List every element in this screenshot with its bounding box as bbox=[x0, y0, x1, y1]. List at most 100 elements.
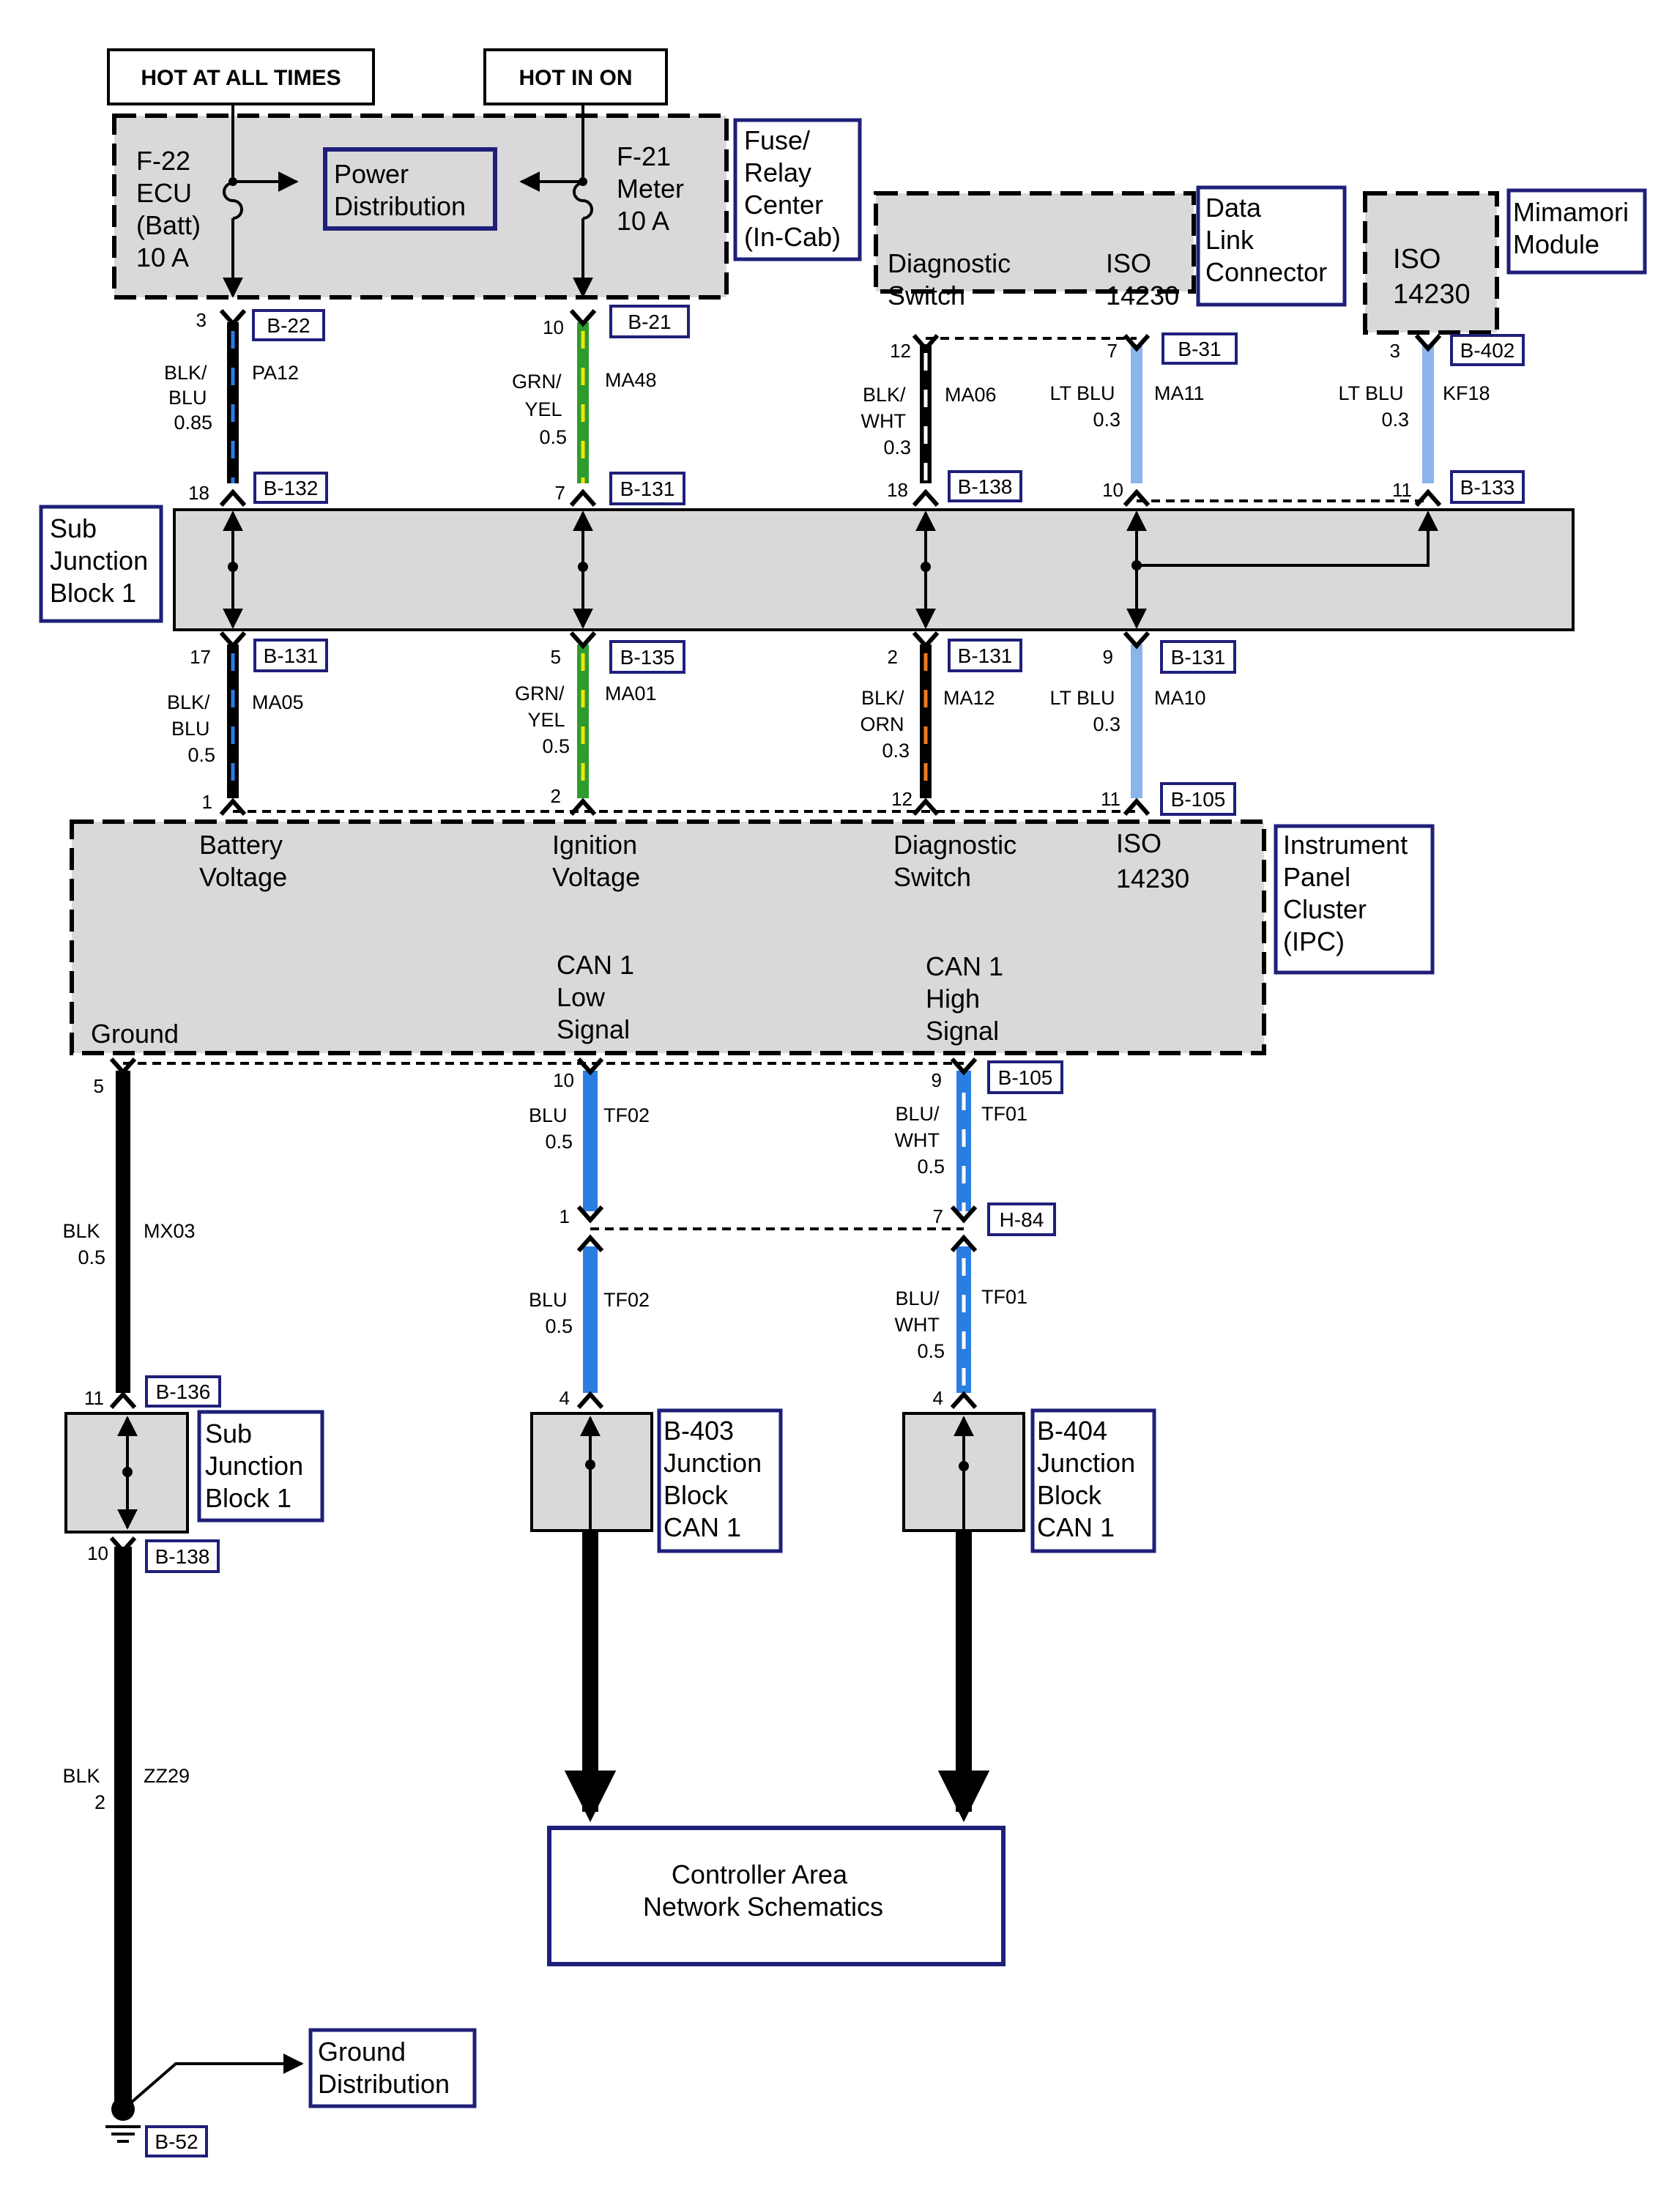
hot-at-all-times-label: HOT AT ALL TIMES bbox=[141, 66, 341, 90]
wire-tf01-upper-color: BLU/ WHT 0.5 bbox=[894, 1103, 945, 1178]
ipc-ground-label: Ground bbox=[91, 1019, 179, 1049]
connector-tag-b135: B-135 bbox=[609, 640, 685, 674]
wire-tf01-upper-circuit: TF01 bbox=[981, 1103, 1027, 1125]
wire-ma10-circuit: MA10 bbox=[1154, 687, 1206, 709]
connector-tag-b131c: B-131 bbox=[948, 639, 1022, 672]
wire-mx03-color: BLK 0.5 bbox=[62, 1220, 105, 1268]
junction-block-b403-label: B-403 Junction Block CAN 1 bbox=[657, 1408, 783, 1553]
connector-tag-b131b: B-131 bbox=[253, 639, 328, 672]
pin-b131c: 2 bbox=[888, 646, 898, 668]
svg-text:Data Link Connecto: Data Link Connector bbox=[1205, 193, 1327, 287]
wire-ma01-circuit: MA01 bbox=[605, 683, 657, 705]
junction-block-b404-label: B-404 Junction Block CAN 1 bbox=[1030, 1408, 1156, 1553]
wire-ma48-circuit: MA48 bbox=[605, 369, 657, 391]
svg-text:B-404 Junction Blo: B-404 Junction Block CAN 1 bbox=[1037, 1416, 1142, 1542]
connector-tag-b402: B-402 bbox=[1450, 334, 1525, 366]
lower-connector-tags: B-105 H-84 B-136 B-138 B-52 bbox=[145, 1060, 1063, 2157]
data-link-connector-label: Data Link Connector bbox=[1196, 185, 1347, 307]
wire-tf02-upper-circuit: TF02 bbox=[603, 1104, 650, 1126]
svg-text:B-135: B-135 bbox=[620, 646, 675, 669]
connector-tag-b132: B-132 bbox=[253, 472, 328, 504]
svg-text:B-132: B-132 bbox=[264, 477, 319, 499]
f21-fuse-label: F-21 Meter 10 A bbox=[617, 141, 691, 236]
pin-b138: 18 bbox=[887, 479, 908, 501]
svg-text:B-403 Junction Blo: B-403 Junction Block CAN 1 bbox=[664, 1416, 769, 1542]
pin-jb404: 4 bbox=[933, 1387, 943, 1409]
upper-connector-tags: B-22 B-21 B-31 B-402 B-132 B-131 B-138 B… bbox=[252, 305, 1525, 505]
lower-connector-symbols bbox=[109, 1057, 978, 1409]
pin-ipc11: 11 bbox=[1101, 788, 1120, 810]
sub-junction-block-1-lower-label: Sub Junction Block 1 bbox=[197, 1410, 324, 1523]
wire-ma12-color: BLK/ ORN 0.3 bbox=[860, 687, 910, 762]
upper-connector-symbols bbox=[219, 309, 1442, 507]
pin-ipc5: 5 bbox=[94, 1075, 104, 1097]
hot-in-on-header: HOT IN ON bbox=[483, 48, 668, 105]
pin-h84b: 7 bbox=[933, 1205, 943, 1227]
can-schematics-reference-box[interactable]: Controller Area Network Schematics bbox=[547, 1826, 1006, 1966]
wire-zz29-circuit: ZZ29 bbox=[144, 1765, 190, 1787]
ground-distribution-arrow bbox=[129, 2053, 304, 2105]
ipc-ignition-voltage-label: Ignition Voltage bbox=[552, 830, 644, 892]
power-distribution-box: Power Distribution bbox=[323, 147, 497, 231]
connector-tag-b138b: B-138 bbox=[145, 1539, 220, 1573]
pin-b138b: 10 bbox=[87, 1542, 108, 1564]
ground-distribution-reference-box[interactable]: Ground Distribution bbox=[308, 2028, 477, 2108]
connector-tag-h84: H-84 bbox=[987, 1202, 1056, 1236]
wire-ma05-color: BLK/ BLU 0.5 bbox=[167, 691, 215, 766]
pin-ipc9: 9 bbox=[932, 1069, 942, 1091]
svg-text:ISO 14230: ISO 14230 bbox=[1106, 248, 1179, 311]
pin-ipc1: 1 bbox=[202, 791, 212, 813]
connector-tag-b131a: B-131 bbox=[609, 472, 685, 505]
svg-text:B-131: B-131 bbox=[958, 644, 1013, 667]
svg-text:B-131: B-131 bbox=[1171, 646, 1226, 669]
pin-dlc12: 12 bbox=[890, 340, 911, 362]
connector-tag-b133: B-133 bbox=[1450, 470, 1525, 504]
pin-jb403: 4 bbox=[560, 1387, 570, 1409]
wire-ma11-color: LT BLU 0.3 bbox=[1049, 382, 1120, 431]
svg-text:B-131: B-131 bbox=[620, 477, 675, 500]
pin-ipc2: 2 bbox=[551, 785, 561, 807]
svg-text:Sub Junction Block: Sub Junction Block 1 bbox=[205, 1419, 311, 1513]
connector-tag-b22: B-22 bbox=[252, 309, 325, 341]
svg-text:ISO 14230: ISO 14230 bbox=[1393, 244, 1471, 310]
pin-b131b: 17 bbox=[190, 646, 211, 668]
svg-text:Mimamori Module: Mimamori Module bbox=[1513, 197, 1636, 259]
svg-text:B-138: B-138 bbox=[958, 475, 1013, 498]
svg-text:Power Distribution: Power Distribution bbox=[334, 159, 466, 221]
wire-ma06-circuit: MA06 bbox=[945, 384, 997, 406]
ipc-diagnostic-switch-label: Diagnostic Switch bbox=[893, 830, 1024, 892]
connector-tag-b52: B-52 bbox=[145, 2125, 208, 2157]
svg-text:H-84: H-84 bbox=[1000, 1208, 1044, 1231]
connector-tag-b31: B-31 bbox=[1161, 332, 1238, 365]
wire-pa12-color: BLK/ BLU 0.85 bbox=[164, 362, 212, 434]
svg-text:B-136: B-136 bbox=[156, 1380, 211, 1403]
ipc-iso-label: ISO 14230 bbox=[1116, 828, 1189, 893]
pin-b132: 18 bbox=[188, 482, 209, 504]
instrument-panel-cluster-label: Instrument Panel Cluster (IPC) bbox=[1274, 824, 1435, 975]
svg-text:Sub Junction Block: Sub Junction Block 1 bbox=[50, 513, 155, 608]
svg-text:B-138: B-138 bbox=[155, 1545, 210, 1568]
pin-b135: 5 bbox=[551, 646, 561, 668]
wire-ma01-color: GRN/ YEL 0.5 bbox=[515, 683, 570, 757]
wire-ma48-color: GRN/ YEL 0.5 bbox=[512, 371, 567, 448]
junction-block-b403 bbox=[530, 1412, 653, 1532]
wire-ma10-color: LT BLU 0.3 bbox=[1049, 687, 1120, 735]
sub-junction-block-1-upper bbox=[173, 508, 1575, 631]
pin-ipc10: 10 bbox=[553, 1069, 574, 1091]
ipc-can-low-label: CAN 1 Low Signal bbox=[557, 950, 642, 1044]
wire-kf18-color: LT BLU 0.3 bbox=[1338, 382, 1409, 431]
ipc-battery-voltage-label: Battery Voltage bbox=[199, 830, 290, 892]
hot-in-on-label: HOT IN ON bbox=[519, 66, 633, 90]
svg-text:B-402: B-402 bbox=[1460, 339, 1515, 362]
connector-tag-b136: B-136 bbox=[145, 1375, 221, 1408]
data-link-connector: Diagnostic Switch ISO 14230 bbox=[874, 191, 1196, 311]
svg-text:B-21: B-21 bbox=[628, 311, 671, 333]
pin-b131d: 9 bbox=[1103, 646, 1113, 668]
ipc-can-high-label: CAN 1 High Signal bbox=[926, 951, 1011, 1046]
pin-b31: 7 bbox=[1107, 340, 1118, 362]
middle-pin-numbers: 17 5 2 9 1 2 12 11 bbox=[190, 646, 1120, 813]
wire-ma05-circuit: MA05 bbox=[252, 691, 304, 713]
pin-b22: 3 bbox=[196, 309, 207, 331]
pin-b133a: 10 bbox=[1102, 479, 1123, 501]
wire-tf01-lower-color: BLU/ WHT 0.5 bbox=[894, 1287, 945, 1362]
